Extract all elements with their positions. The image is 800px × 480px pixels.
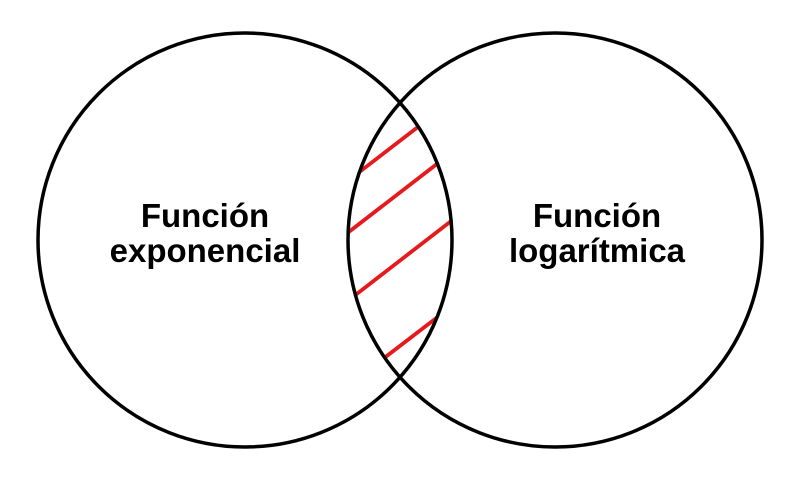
left-circle-label-line2: exponencial	[109, 232, 301, 269]
hatch-line	[348, 108, 442, 192]
right-circle-label: Función logarítmica	[467, 198, 727, 268]
left-circle-label-line1: Función	[140, 197, 270, 234]
left-circle-label: Función exponencial	[75, 198, 335, 268]
right-circle	[346, 31, 764, 449]
right-circle-label-line1: Función	[532, 197, 662, 234]
right-circle-label-line2: logarítmica	[508, 232, 686, 269]
left-circle	[36, 31, 454, 449]
hatch-line	[348, 206, 452, 312]
